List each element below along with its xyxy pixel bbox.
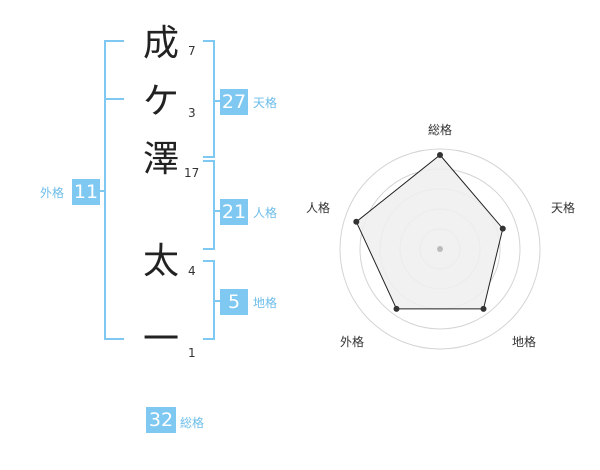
jinkaku-connector: [213, 210, 221, 212]
radar-label-gaikaku: 外格: [340, 334, 364, 349]
stroke-count-4: 4: [188, 264, 196, 278]
gaikaku-label: 外格: [40, 186, 65, 200]
radar-point-3: [480, 305, 487, 312]
radar-point-2: [499, 225, 506, 232]
name-char-4: 太: [142, 241, 179, 282]
soukaku-score-badge: 32: [146, 407, 176, 433]
jinkaku-bracket: [203, 160, 215, 250]
tenkaku-score-badge: 27: [220, 89, 248, 115]
soukaku-label: 総格: [180, 416, 205, 430]
chikaku-score-badge: 5: [220, 289, 248, 315]
tenkaku-label: 天格: [253, 96, 278, 110]
name-char-1: 成: [142, 23, 179, 64]
tenkaku-connector: [213, 100, 221, 102]
radar-polygon: [355, 154, 504, 310]
stroke-count-2: 3: [188, 106, 196, 120]
radar-label-soukaku: 総格: [428, 122, 452, 137]
chikaku-connector: [213, 300, 221, 302]
stroke-count-3: 17: [184, 166, 200, 180]
tenkaku-bracket: [203, 40, 215, 158]
jinkaku-score-badge: 21: [220, 199, 248, 225]
name-char-3: 澤: [142, 139, 179, 180]
stroke-count-5: 1: [188, 346, 196, 360]
jinkaku-label: 人格: [253, 206, 278, 220]
chikaku-label: 地格: [253, 296, 278, 310]
stroke-count-1: 7: [188, 44, 196, 58]
radar-point-5: [353, 218, 360, 225]
radar-grid-ring: [339, 148, 541, 350]
radar-points: [353, 152, 506, 312]
outer-bracket-connector: [98, 190, 106, 192]
radar-label-tenkaku: 天格: [551, 200, 575, 215]
outer-bracket-tick: [104, 98, 124, 100]
gaikaku-score-badge: 11: [72, 179, 100, 205]
radar-point-1: [437, 152, 443, 158]
radar-point-4: [393, 305, 400, 312]
radar-label-jinkaku: 人格: [306, 200, 330, 215]
name-char-2: ケ: [142, 81, 179, 122]
radar-label-chikaku: 地格: [512, 334, 536, 349]
name-char-5: 一: [142, 319, 179, 360]
radar-center-dot: [437, 246, 443, 252]
